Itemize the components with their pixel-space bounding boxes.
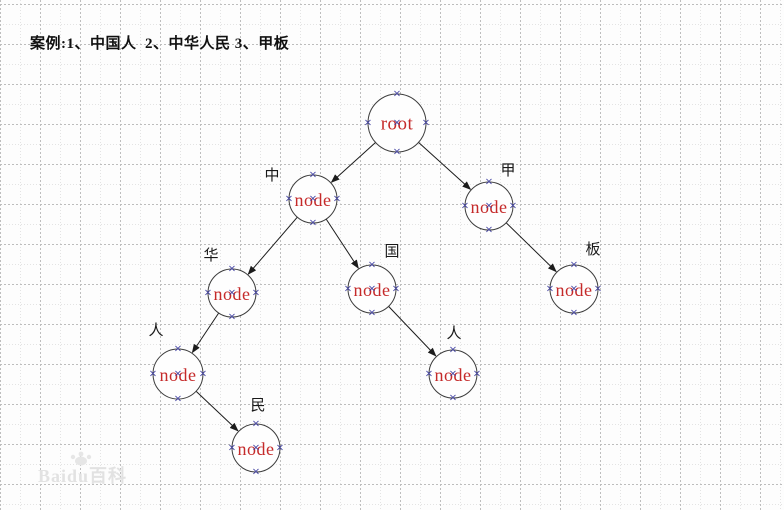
node-handle-top-icon[interactable]: × bbox=[449, 345, 457, 356]
node-handle-bottom-icon[interactable]: × bbox=[368, 308, 376, 319]
node-handle-right-icon[interactable]: × bbox=[333, 194, 341, 205]
edge-root-jia[interactable] bbox=[418, 142, 472, 190]
edge-zhong-guo[interactable] bbox=[325, 218, 359, 269]
node-label-guo: 国 bbox=[384, 243, 399, 260]
tree-node-ban[interactable]: node××××× bbox=[546, 260, 602, 319]
node-label-hua: 华 bbox=[203, 247, 218, 264]
node-handle-left-icon[interactable]: × bbox=[425, 369, 433, 380]
nodes-group: root×××××node×××××node×××××node×××××node… bbox=[149, 89, 602, 478]
tree-node-zhong[interactable]: node××××× bbox=[285, 170, 341, 229]
node-circle-jia[interactable] bbox=[464, 181, 514, 231]
node-handle-left-icon[interactable]: × bbox=[344, 284, 352, 295]
node-label-ren-right: 人 bbox=[446, 325, 461, 342]
tree-node-jia[interactable]: node××××× bbox=[461, 177, 517, 236]
node-handle-left-icon[interactable]: × bbox=[546, 284, 554, 295]
node-handle-center-icon[interactable]: × bbox=[174, 369, 182, 380]
node-circle-hua[interactable] bbox=[207, 268, 257, 318]
node-handle-top-icon[interactable]: × bbox=[485, 177, 493, 188]
node-label-ren-left: 人 bbox=[148, 322, 163, 339]
node-handle-center-icon[interactable]: × bbox=[449, 369, 457, 380]
edge-ren-left-min[interactable] bbox=[195, 390, 239, 432]
node-handle-left-icon[interactable]: × bbox=[461, 201, 469, 212]
node-text-root: root bbox=[381, 114, 414, 135]
node-text-guo: node bbox=[354, 280, 391, 300]
node-text-hua: node bbox=[214, 284, 251, 304]
tree-node-min[interactable]: node××××× bbox=[228, 419, 284, 478]
node-text-ban: node bbox=[556, 280, 593, 300]
node-handle-right-icon[interactable]: × bbox=[422, 118, 430, 129]
page-title: 案例:1、中国人 2、中华人民 3、甲板 bbox=[30, 36, 290, 52]
node-text-zhong: node bbox=[295, 190, 332, 210]
node-handle-center-icon[interactable]: × bbox=[570, 284, 578, 295]
edge-hua-ren-left[interactable] bbox=[191, 312, 220, 354]
node-circle-zhong[interactable] bbox=[288, 174, 338, 224]
node-text-ren-left: node bbox=[160, 365, 197, 385]
node-handle-bottom-icon[interactable]: × bbox=[485, 225, 493, 236]
node-text-ren-right: node bbox=[435, 365, 472, 385]
edge-guo-ren-right[interactable] bbox=[388, 306, 437, 357]
node-handle-right-icon[interactable]: × bbox=[509, 201, 517, 212]
edge-zhong-hua[interactable] bbox=[247, 216, 298, 275]
node-handle-left-icon[interactable]: × bbox=[364, 118, 372, 129]
tree-node-guo[interactable]: node××××× bbox=[344, 260, 400, 319]
node-text-jia: node bbox=[471, 197, 508, 217]
node-handle-center-icon[interactable]: × bbox=[309, 194, 317, 205]
node-handle-top-icon[interactable]: × bbox=[368, 260, 376, 271]
node-handle-bottom-icon[interactable]: × bbox=[570, 308, 578, 319]
node-handle-right-icon[interactable]: × bbox=[392, 284, 400, 295]
node-handle-right-icon[interactable]: × bbox=[252, 288, 260, 299]
node-circle-ban[interactable] bbox=[549, 264, 599, 314]
node-handle-right-icon[interactable]: × bbox=[199, 369, 207, 380]
node-handle-bottom-icon[interactable]: × bbox=[449, 393, 457, 404]
node-label-zhong: 中 bbox=[264, 167, 279, 184]
edge-root-zhong[interactable] bbox=[330, 142, 376, 183]
node-handle-left-icon[interactable]: × bbox=[149, 369, 157, 380]
node-label-min: 民 bbox=[250, 398, 265, 414]
node-handle-right-icon[interactable]: × bbox=[473, 369, 481, 380]
node-handle-left-icon[interactable]: × bbox=[204, 288, 212, 299]
node-circle-ren-right[interactable] bbox=[428, 349, 478, 399]
node-handle-top-icon[interactable]: × bbox=[252, 419, 260, 430]
node-handle-top-icon[interactable]: × bbox=[393, 89, 401, 100]
edges-group bbox=[191, 142, 557, 432]
node-handle-center-icon[interactable]: × bbox=[228, 288, 236, 299]
node-handle-center-icon[interactable]: × bbox=[485, 201, 493, 212]
node-handle-bottom-icon[interactable]: × bbox=[228, 312, 236, 323]
node-circle-guo[interactable] bbox=[347, 264, 397, 314]
node-handle-right-icon[interactable]: × bbox=[594, 284, 602, 295]
node-handle-bottom-icon[interactable]: × bbox=[393, 147, 401, 158]
node-circle-ren-left[interactable] bbox=[152, 348, 204, 400]
node-handle-top-icon[interactable]: × bbox=[309, 170, 317, 181]
node-circle-root[interactable] bbox=[367, 93, 427, 153]
tree-node-root[interactable]: root××××× bbox=[364, 89, 430, 158]
node-handle-left-icon[interactable]: × bbox=[285, 194, 293, 205]
node-handle-top-icon[interactable]: × bbox=[570, 260, 578, 271]
node-handle-left-icon[interactable]: × bbox=[228, 443, 236, 454]
tree-node-ren-right[interactable]: node××××× bbox=[425, 345, 481, 404]
edge-jia-ban[interactable] bbox=[505, 222, 557, 273]
node-handle-bottom-icon[interactable]: × bbox=[252, 467, 260, 478]
tree-node-ren-left[interactable]: node××××× bbox=[149, 344, 207, 405]
node-handle-bottom-icon[interactable]: × bbox=[309, 218, 317, 229]
labels-group: 中 甲华 国 板人 人民 bbox=[148, 163, 600, 414]
node-handle-bottom-icon[interactable]: × bbox=[174, 394, 182, 405]
tree-node-hua[interactable]: node××××× bbox=[204, 264, 260, 323]
node-handle-top-icon[interactable]: × bbox=[228, 264, 236, 275]
node-circle-min[interactable] bbox=[231, 423, 281, 473]
node-text-min: node bbox=[238, 439, 275, 459]
node-handle-center-icon[interactable]: × bbox=[368, 284, 376, 295]
node-handle-center-icon[interactable]: × bbox=[252, 443, 260, 454]
node-label-jia: 甲 bbox=[500, 163, 515, 179]
node-label-ban: 板 bbox=[585, 240, 600, 258]
node-handle-right-icon[interactable]: × bbox=[276, 443, 284, 454]
node-handle-top-icon[interactable]: × bbox=[174, 344, 182, 355]
node-handle-center-icon[interactable]: × bbox=[393, 118, 401, 129]
